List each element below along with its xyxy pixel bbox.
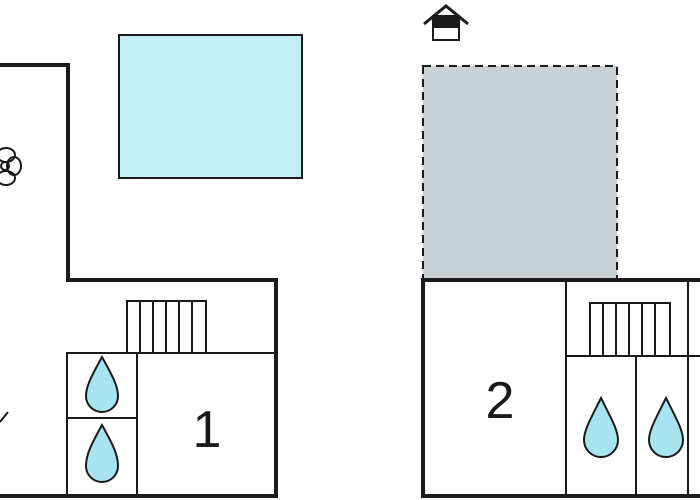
water-drop-icon (84, 354, 120, 413)
right-floor: 2 (421, 4, 700, 498)
house-icon (423, 4, 469, 41)
stairs-left (126, 300, 207, 354)
stairs-right (589, 302, 671, 357)
water-drop-icon (647, 395, 685, 458)
left-outer-wall (0, 63, 278, 498)
wall-mark (0, 411, 9, 423)
room-label-2: 2 (486, 372, 515, 430)
pool-rect (118, 34, 303, 179)
left-floor: 1 (0, 34, 303, 498)
left-bathroom-b (66, 417, 138, 497)
right-outer-wall (421, 278, 700, 498)
room-label-1: 1 (193, 401, 222, 459)
terrace-area (422, 65, 618, 280)
water-drop-icon (582, 395, 620, 458)
flower-icon (0, 147, 22, 186)
water-drop-icon (84, 422, 120, 483)
